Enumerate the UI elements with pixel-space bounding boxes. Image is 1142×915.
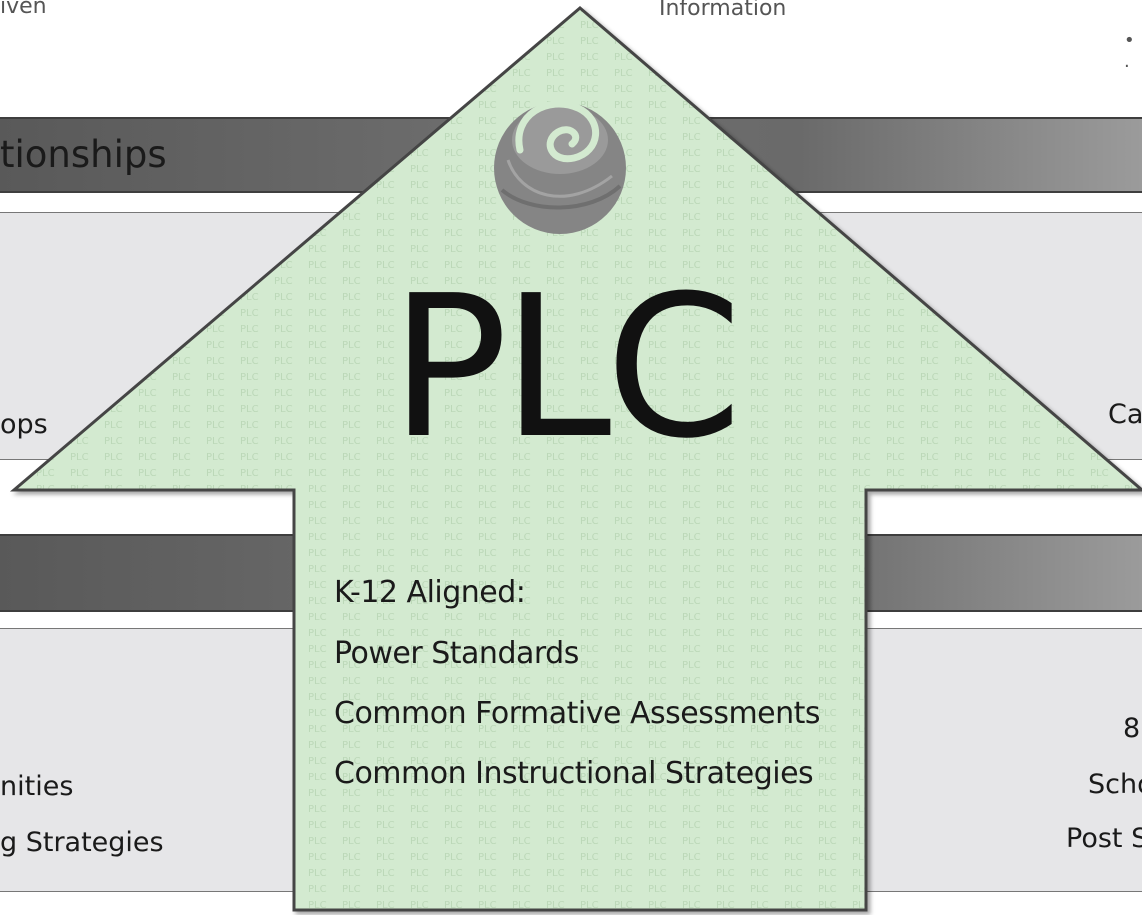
top-center-text-fragment: Information	[659, 0, 787, 21]
plc-title: PLC	[390, 254, 742, 482]
arrow-line-k12-aligned: K-12 Aligned:	[334, 575, 526, 610]
arrow-shape	[9, 6, 1142, 912]
top-right-bullet: • .	[1124, 30, 1135, 72]
upper-left-panel-text: ops	[0, 409, 48, 440]
lower-right-panel-line-2: Scho	[1088, 769, 1142, 800]
upper-right-panel-text: Ca	[1108, 399, 1142, 430]
lower-left-panel-line-1: nities	[0, 771, 74, 802]
lower-right-panel-line-3: Post S	[1066, 823, 1142, 854]
top-left-text-fragment: iven	[0, 0, 47, 19]
lower-right-panel-line-1: 8	[1123, 713, 1141, 744]
upper-band-label: tionships	[0, 133, 167, 176]
arrow-line-common-instructional-strategies: Common Instructional Strategies	[334, 756, 814, 791]
arrow-line-power-standards: Power Standards	[334, 636, 579, 671]
arrow-line-common-formative-assessments: Common Formative Assessments	[334, 696, 821, 731]
lower-left-panel-line-2: g Strategies	[0, 827, 164, 858]
rose-logo-icon	[494, 100, 626, 234]
